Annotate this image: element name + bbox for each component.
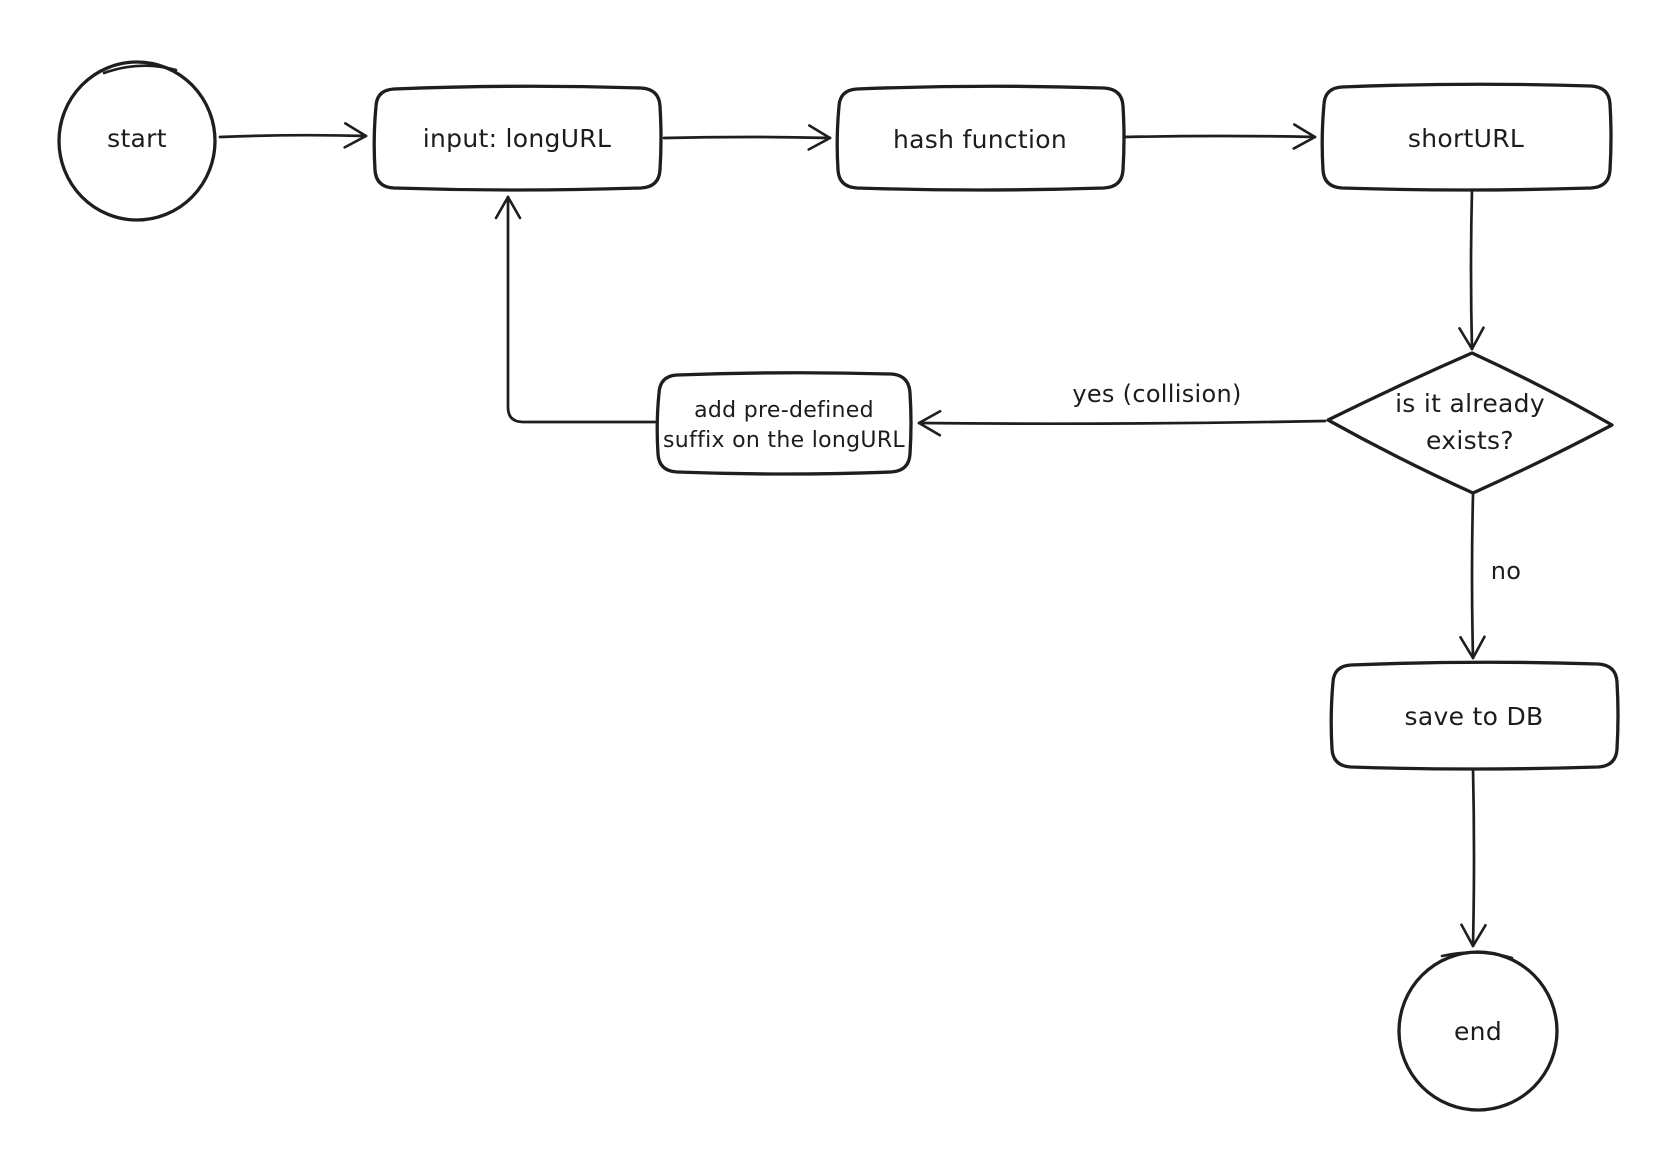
node-add-suffix-label-line1: add pre-defined (694, 398, 874, 423)
start-circle-shape (57, 60, 217, 222)
arrow-input-to-hash (662, 124, 832, 151)
input-longurl-box-shape (372, 84, 663, 192)
arrow-save-to-end (1460, 767, 1487, 948)
node-start: start (57, 60, 217, 222)
node-shorturl: shortURL (1320, 82, 1613, 192)
edge-label-no: no (1491, 557, 1522, 585)
add-suffix-box-shape (655, 371, 913, 476)
arrow-start-to-input (218, 122, 368, 149)
shorturl-box-shape (1320, 82, 1613, 192)
node-add-suffix: add pre-defined suffix on the longURL (655, 371, 913, 476)
node-exists-decision-label-line1: is it already (1395, 389, 1545, 418)
node-end-label: end (1454, 1017, 1502, 1046)
arrow-decision-to-addsuffix (917, 409, 1327, 437)
node-save-to-db-label: save to DB (1405, 702, 1544, 731)
node-input-longurl-label: input: longURL (423, 124, 611, 153)
arrow-decision-to-save (1459, 493, 1486, 660)
node-end: end (1397, 950, 1559, 1112)
node-hash-function-label: hash function (893, 125, 1067, 154)
exists-decision-diamond-shape (1326, 351, 1614, 495)
save-to-db-box-shape (1329, 660, 1620, 771)
node-shorturl-label: shortURL (1408, 124, 1524, 153)
node-exists-decision-label-line2: exists? (1426, 426, 1514, 455)
node-hash-function: hash function (835, 84, 1126, 192)
start-circle-sketch-overlap (102, 64, 178, 75)
hash-function-box-shape (835, 84, 1126, 192)
edge-label-yes-collision: yes (collision) (1072, 380, 1241, 408)
arrow-addsuffix-to-input (494, 195, 657, 424)
node-start-label: start (107, 124, 167, 153)
node-input-longurl: input: longURL (372, 84, 663, 192)
node-save-to-db: save to DB (1329, 660, 1620, 771)
arrow-hash-to-shorturl (1123, 123, 1317, 150)
node-exists-decision: is it already exists? (1326, 351, 1614, 495)
arrow-shorturl-to-decision (1458, 188, 1485, 351)
end-circle-sketch-overlap (1440, 951, 1514, 960)
node-add-suffix-label-line2: suffix on the longURL (663, 428, 905, 453)
